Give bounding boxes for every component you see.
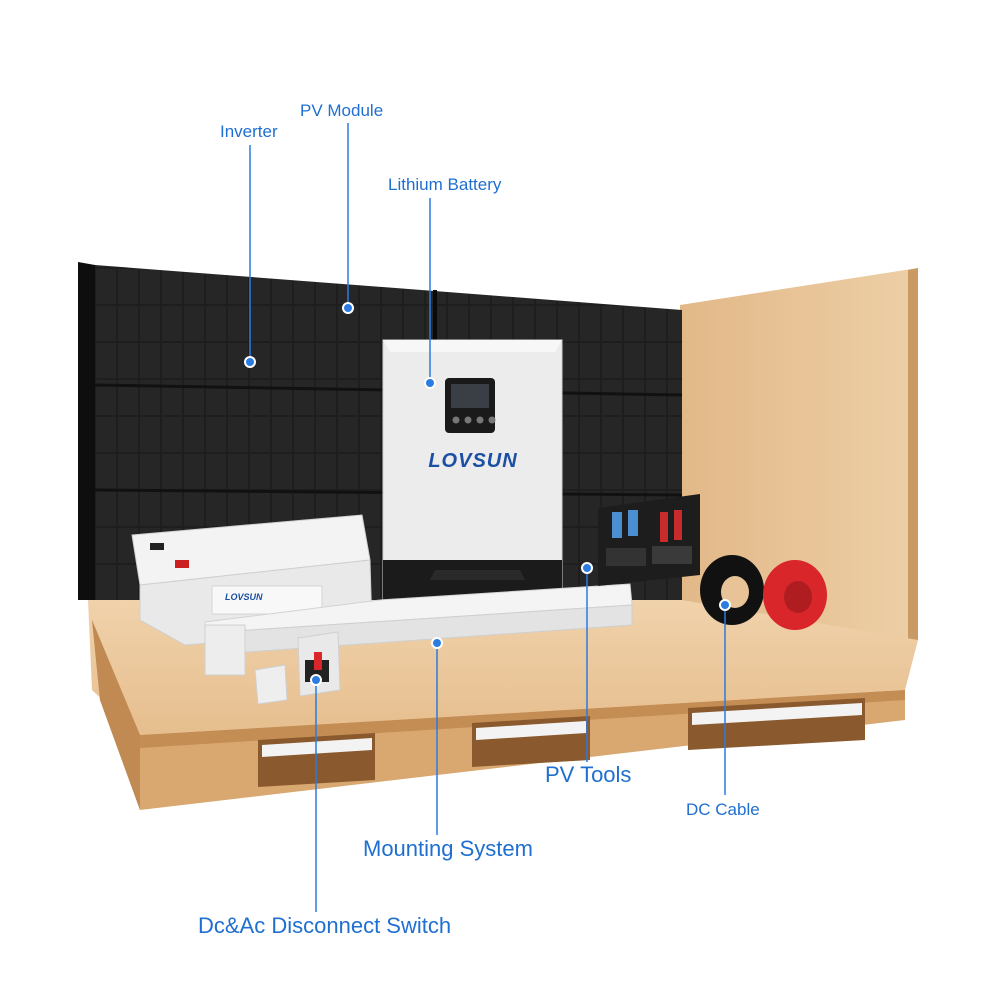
label-lithium-battery: Lithium Battery	[388, 175, 502, 194]
label-inverter: Inverter	[220, 122, 278, 141]
disconnect-switch	[254, 631, 341, 705]
label-pv-tools: PV Tools	[545, 762, 632, 787]
wooden-crate-side-wall	[680, 268, 918, 645]
inverter-logo: LOVSUN	[428, 450, 517, 472]
label-pv-module: PV Module	[300, 101, 384, 120]
leader-lines	[244, 123, 731, 912]
pv-tools	[598, 494, 700, 586]
label-mounting-system: Mounting System	[363, 836, 533, 861]
label-disconnect-switch: Dc&Ac Disconnect Switch	[198, 913, 452, 938]
inverter: LOVSUN	[382, 339, 563, 601]
battery-logo: LOVSUN	[225, 592, 263, 602]
label-dc-cable: DC Cable	[686, 800, 760, 819]
